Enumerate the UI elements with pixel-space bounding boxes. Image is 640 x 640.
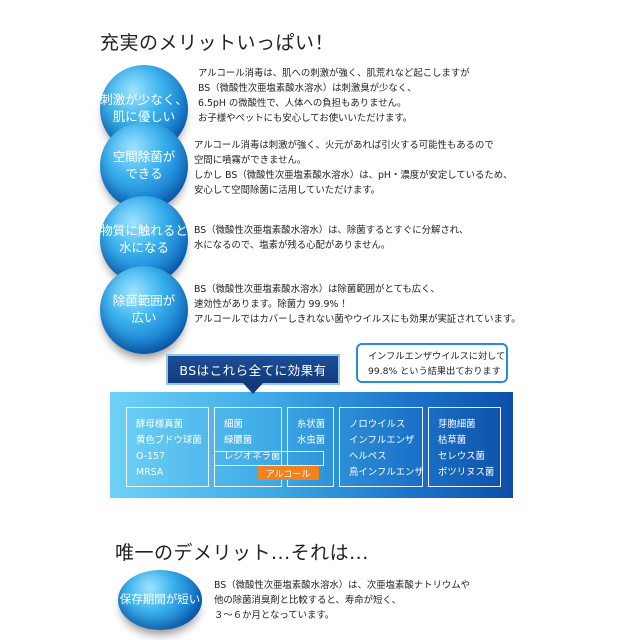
microbe-item: 緑膿菌 — [224, 435, 253, 446]
merit-bubble-label: 刺激が少なく、 肌に優しい — [100, 92, 188, 124]
alcohol-coverage-outline — [214, 451, 324, 466]
microbe-item: 糸状菌 — [297, 419, 326, 430]
microbe-item: ノロウイルス — [349, 419, 406, 430]
microbe-item: O-157 — [136, 451, 165, 462]
merit-description: アルコール消毒は刺激が強く、火元があれば引火する可能性もあるので 空間に噴霧がで… — [194, 140, 513, 196]
microbe-group-fungi-bacteria: 酵母様真菌 黄色ブドウ球菌 O-157 MRSA — [126, 407, 209, 487]
demerit-description: BS（微酸性次亜塩素酸水溶水）は、次亜塩素酸ナトリウムや 他の除菌消臭剤と比較す… — [214, 580, 470, 621]
microbe-item: ヘルペス — [349, 451, 387, 462]
merit-bubble-label: 物質に触れると 水になる — [100, 223, 188, 255]
effective-all-tag: BSはこれら全てに効果有 — [166, 354, 340, 385]
merit-bubble-space-sterilization: 空間除菌が できる — [100, 122, 188, 210]
merit-bubble-label: 空間除菌が できる — [112, 149, 176, 181]
microbe-group-bacteria: 細菌 緑膿菌 レジオネラ菌 — [214, 407, 282, 487]
microbe-item: 水虫菌 — [297, 435, 326, 446]
merit-description: BS（微酸性次亜塩素酸水溶水）は除菌範囲がとても広く、 速効性があります。除菌力… — [194, 284, 521, 325]
effectiveness-panel: 酵母様真菌 黄色ブドウ球菌 O-157 MRSA 細菌 緑膿菌 レジオネラ菌 糸… — [110, 392, 513, 498]
microbe-item: ボツリヌス菌 — [438, 467, 495, 478]
microbe-group-molds: 糸状菌 水虫菌 — [287, 407, 334, 487]
microbe-item: レジオネラ菌 — [224, 451, 281, 462]
merit-description: アルコール消毒は、肌への刺激が強く、肌荒れなど起こしますが BS（微酸性次亜塩素… — [198, 68, 470, 124]
microbe-item: 細菌 — [224, 419, 243, 430]
microbe-item: 枯草菌 — [438, 435, 467, 446]
microbe-item: 酵母様真菌 — [136, 419, 183, 430]
demerit-bubble: 保存期間が短い — [118, 570, 202, 630]
merit-description: BS（微酸性次亜塩素酸水溶水）は、除菌するとすぐに分解され、 水になるので、塩素… — [194, 225, 469, 251]
alcohol-coverage-label: アルコール — [257, 466, 319, 480]
merit-bubble-label: 除菌範囲が 広い — [112, 293, 176, 325]
microbe-item: MRSA — [136, 467, 164, 478]
page-title: 充実のメリットいっぱい！ — [100, 32, 335, 54]
merit-bubble-wide-range: 除菌範囲が 広い — [100, 266, 188, 354]
demerit-heading: 唯一のデメリット...それは... — [115, 542, 369, 564]
demerit-bubble-label: 保存期間が短い — [119, 592, 201, 607]
influenza-note: インフルエンザウイルスに対して 99.8% という結果出ております — [356, 343, 508, 383]
microbe-item: セレウス菌 — [438, 451, 485, 462]
microbe-item: 芽胞細菌 — [438, 419, 476, 430]
microbe-group-viruses: ノロウイルス インフルエンザ ヘルペス 鳥インフルエンザ — [339, 407, 424, 487]
microbe-item: インフルエンザ — [349, 435, 415, 446]
microbe-group-spore-bacteria: 芽胞細菌 枯草菌 セレウス菌 ボツリヌス菌 — [428, 407, 501, 487]
microbe-item: 黄色ブドウ球菌 — [136, 435, 202, 446]
tag-pointer-arrow — [243, 383, 263, 394]
microbe-item: 鳥インフルエンザ — [349, 467, 424, 478]
